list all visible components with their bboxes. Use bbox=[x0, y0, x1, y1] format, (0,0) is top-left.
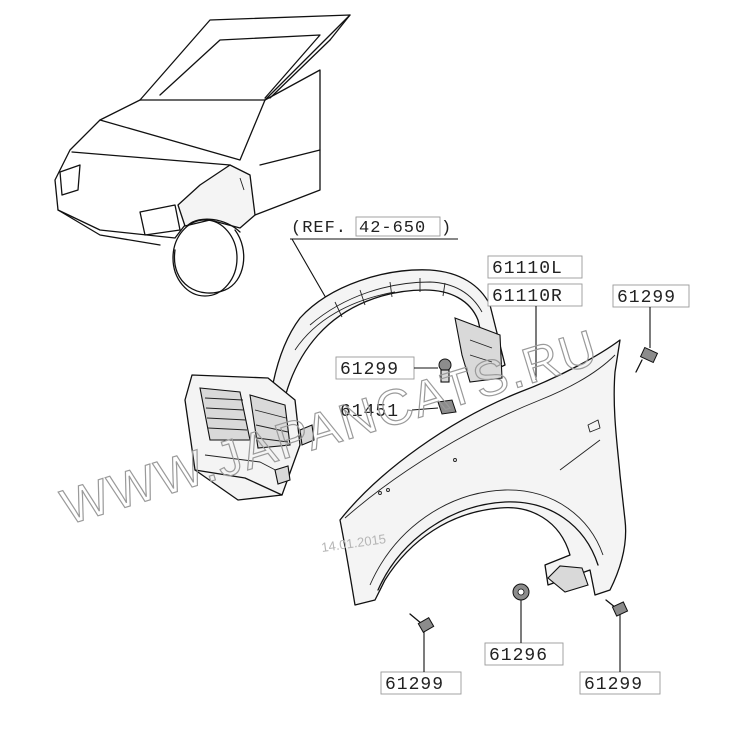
ref-suffix: ) bbox=[441, 219, 452, 238]
fender-right-box bbox=[487, 283, 583, 307]
callout-clip-liner[interactable]: 61451 bbox=[340, 402, 399, 422]
nut-bottom-label: 61296 bbox=[489, 646, 548, 666]
ref-leader-line bbox=[291, 238, 331, 306]
callout-bolt-bottom-right[interactable]: 61299 bbox=[579, 671, 661, 695]
bolt-icon-liner[interactable] bbox=[438, 358, 452, 383]
bolt-icon-top-right[interactable] bbox=[635, 346, 659, 373]
bolt-icon-bottom-left[interactable] bbox=[409, 613, 435, 634]
bolt-icon-bottom-right[interactable] bbox=[605, 599, 629, 617]
ref-prefix: (REF. bbox=[291, 219, 347, 238]
clip-liner-leader bbox=[411, 407, 439, 411]
clip-liner-label: 61451 bbox=[340, 402, 399, 422]
callout-bolt-liner[interactable]: 61299 bbox=[335, 356, 415, 380]
fender-right-label: 61110R bbox=[492, 287, 563, 307]
callout-nut-bottom[interactable]: 61296 bbox=[484, 642, 564, 666]
callout-bolt-bottom-left[interactable]: 61299 bbox=[380, 671, 462, 695]
callout-bolt-top-right[interactable]: 61299 bbox=[612, 284, 690, 308]
nut-icon-bottom[interactable] bbox=[512, 583, 530, 601]
fender-left-box bbox=[487, 255, 583, 279]
bolt-bottom-right-label: 61299 bbox=[584, 675, 643, 695]
ref-number-box bbox=[355, 216, 441, 237]
wheel-arch-liner bbox=[184, 269, 506, 501]
nut-bottom-box bbox=[484, 642, 564, 666]
bolt-top-right-label: 61299 bbox=[617, 288, 676, 308]
bolt-bottom-left-label: 61299 bbox=[385, 675, 444, 695]
front-fender bbox=[339, 339, 627, 606]
bolt-bottom-left-box bbox=[380, 671, 462, 695]
callout-fender[interactable]: 61110L 61110R bbox=[487, 255, 583, 307]
fender-left-label: 61110L bbox=[492, 259, 563, 279]
bolt-top-right-box bbox=[612, 284, 690, 308]
vehicle-overview bbox=[54, 14, 351, 297]
clip-icon-liner[interactable] bbox=[437, 399, 457, 415]
bolt-liner-label: 61299 bbox=[340, 360, 399, 380]
ref-number: 42-650 bbox=[359, 219, 426, 238]
ref-callout[interactable]: (REF. 42-650 ) bbox=[290, 216, 458, 240]
